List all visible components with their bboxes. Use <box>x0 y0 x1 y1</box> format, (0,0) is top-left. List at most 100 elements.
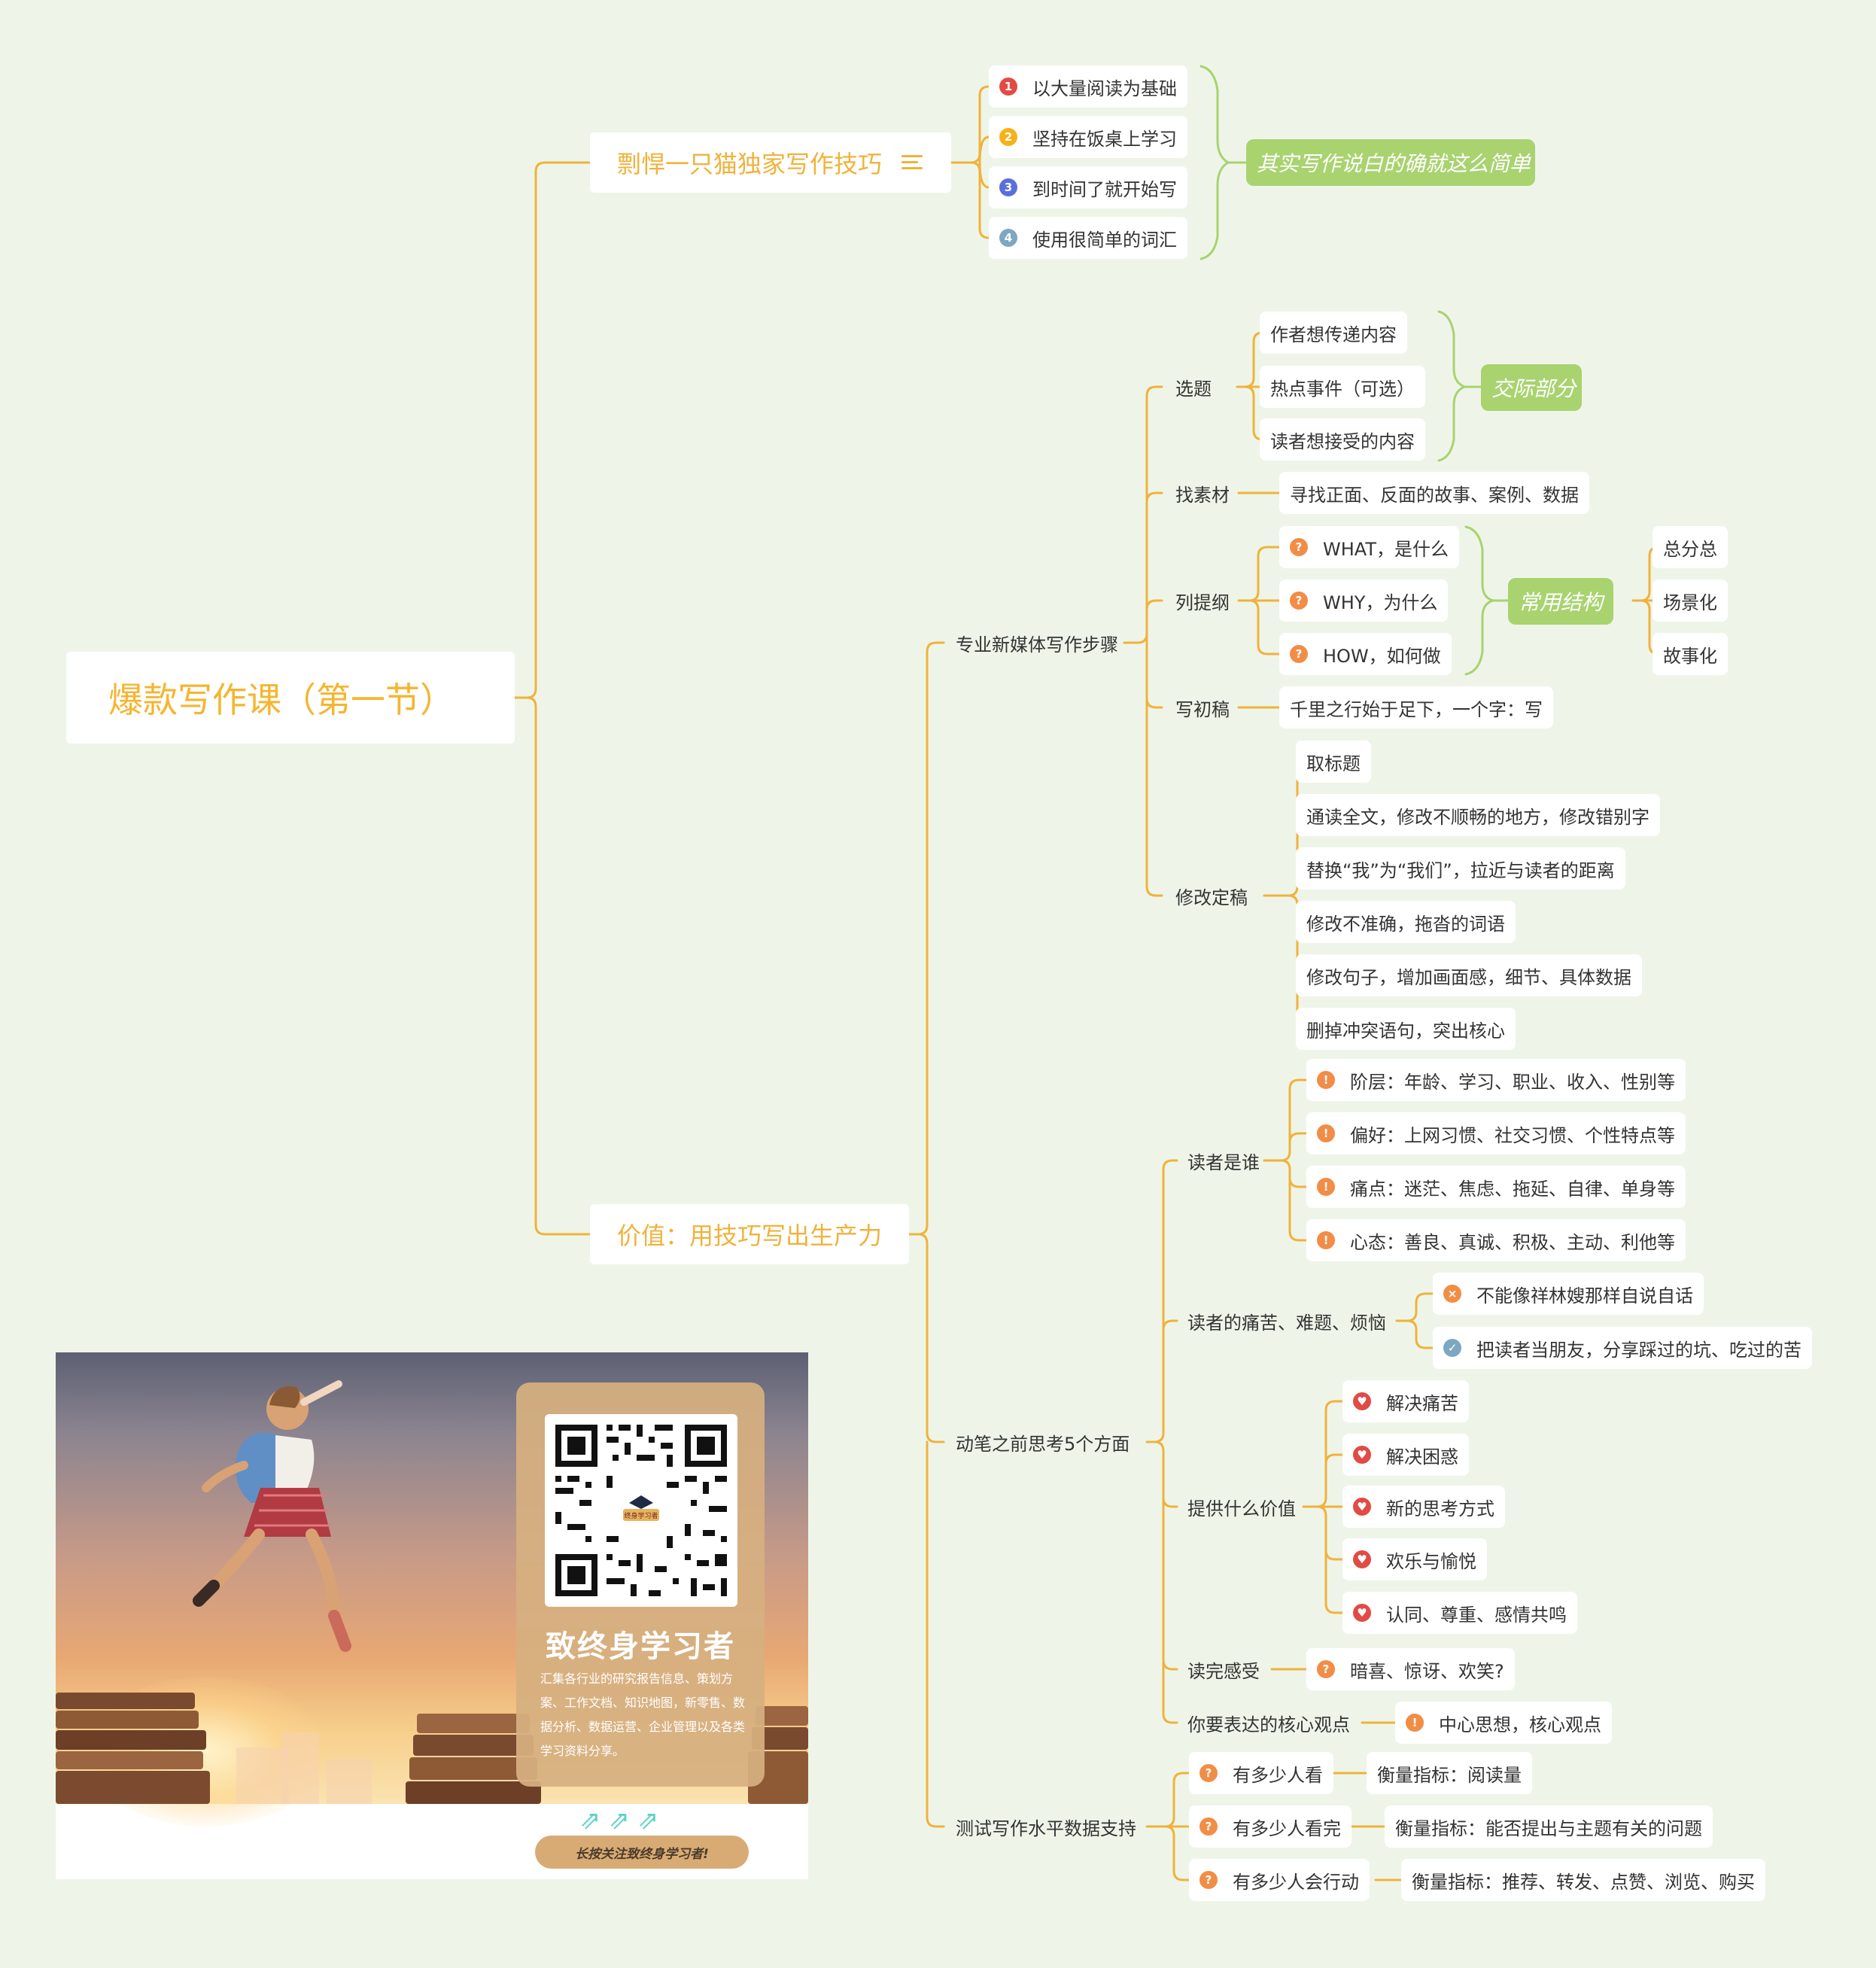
revise-item[interactable]: 删掉冲突语句，突出核心 <box>1296 1008 1516 1050</box>
step-material[interactable]: 找素材 <box>1165 472 1240 514</box>
think-core[interactable]: 你要表达的核心观点 <box>1177 1702 1361 1744</box>
test-question-label: 有多少人会行动 <box>1233 1871 1359 1893</box>
test-question[interactable]: ? 有多少人看完 <box>1189 1805 1352 1848</box>
value-item[interactable]: ♥新的思考方式 <box>1342 1486 1505 1528</box>
question-icon: ? <box>1199 1764 1218 1782</box>
think-reader[interactable]: 读者是谁 <box>1177 1139 1270 1182</box>
check-icon: ✓ <box>1443 1339 1461 1357</box>
tip-item-label: 以大量阅读为基础 <box>1032 78 1177 99</box>
revise-item[interactable]: 通读全文，修改不顺畅的地方，修改错别字 <box>1296 794 1660 836</box>
step-revise[interactable]: 修改定稿 <box>1165 874 1258 917</box>
subtopic-test-writing[interactable]: 测试写作水平数据支持 <box>945 1805 1147 1848</box>
revise-item[interactable]: 取标题 <box>1296 741 1371 783</box>
poster-description: 汇集各行业的研究报告信息、策划方案、工作文档、知识地图，新零售、数据分析、数据运… <box>540 1671 746 1758</box>
outline-item[interactable]: ?WHAT，是什么 <box>1279 526 1459 568</box>
test-question-label: 有多少人看完 <box>1233 1817 1341 1839</box>
subtopic-think-before-writing[interactable]: 动笔之前思考5个方面 <box>945 1421 1140 1463</box>
summary-writing-simple[interactable]: 其实写作说白的确就这么简单 <box>1246 139 1535 186</box>
pain-item[interactable]: ×不能像祥林嫂那样自说自话 <box>1433 1273 1704 1315</box>
revise-item[interactable]: 修改不准确，拖沓的词语 <box>1296 901 1516 943</box>
outline-item-label: WHAT，是什么 <box>1323 538 1449 560</box>
feel-item[interactable]: ? 暗喜、惊讶、欢笑? <box>1306 1648 1515 1690</box>
summary-label: 常用结构 <box>1519 590 1604 615</box>
structure-item[interactable]: 场景化 <box>1653 579 1728 622</box>
question-icon: ? <box>1290 645 1308 663</box>
revise-item-label: 替换“我”为“我们”，拉近与读者的距离 <box>1306 859 1615 881</box>
subtopic-label: 专业新媒体写作步骤 <box>956 634 1118 655</box>
exclamation-icon: ! <box>1317 1178 1335 1196</box>
test-metric[interactable]: 衡量指标：能否提出与主题有关的问题 <box>1385 1805 1713 1848</box>
think-pain[interactable]: 读者的痛苦、难题、烦恼 <box>1177 1300 1397 1342</box>
question-icon: ? <box>1290 592 1308 610</box>
revise-item[interactable]: 替换“我”为“我们”，拉近与读者的距离 <box>1296 847 1625 890</box>
revise-item[interactable]: 修改句子，增加画面感，细节、具体数据 <box>1296 954 1642 996</box>
step-outline[interactable]: 列提纲 <box>1165 579 1240 622</box>
topic-item[interactable]: 读者想接受的内容 <box>1260 418 1425 461</box>
test-metric[interactable]: 衡量指标：推荐、转发、点赞、浏览、购买 <box>1401 1859 1765 1901</box>
exclamation-icon: ! <box>1406 1714 1424 1732</box>
test-question[interactable]: ?有多少人会行动 <box>1189 1859 1370 1901</box>
root-topic[interactable]: 爆款写作课（第一节） <box>66 652 515 744</box>
test-question[interactable]: ? 有多少人看 <box>1189 1752 1333 1794</box>
subtopic-label: 测试写作水平数据支持 <box>956 1817 1136 1839</box>
think-label: 读者的痛苦、难题、烦恼 <box>1187 1312 1386 1334</box>
step-topic[interactable]: 选题 <box>1165 366 1222 408</box>
outline-item[interactable]: ?HOW，如何做 <box>1279 633 1452 675</box>
branch-writing-tips-label: 剽悍一只猫独家写作技巧 <box>617 150 883 178</box>
structure-item[interactable]: 总分总 <box>1653 526 1728 568</box>
book <box>417 1714 530 1733</box>
think-label: 读完感受 <box>1187 1660 1260 1682</box>
step-draft[interactable]: 写初稿 <box>1165 686 1240 728</box>
value-item[interactable]: ♥欢乐与愉悦 <box>1342 1538 1487 1580</box>
reader-item[interactable]: !心态：善良、真诚、积极、主动、利他等 <box>1306 1219 1686 1261</box>
draft-item-label: 千里之行始于足下，一个字：写 <box>1290 698 1543 720</box>
topic-item[interactable]: 作者想传递内容 <box>1260 312 1407 354</box>
test-metric[interactable]: 衡量指标：阅读量 <box>1367 1752 1532 1794</box>
test-question-label: 有多少人看 <box>1233 1764 1323 1786</box>
notes-icon[interactable] <box>902 155 923 170</box>
jumping-girl-illustration <box>193 1380 351 1652</box>
poster-building <box>236 1747 289 1804</box>
step-label: 修改定稿 <box>1175 887 1248 908</box>
follow-button[interactable]: 长按关注致终身学习者! <box>535 1836 749 1869</box>
outline-item[interactable]: ?WHY，为什么 <box>1279 579 1449 622</box>
summary-label: 交际部分 <box>1491 376 1577 401</box>
step-label: 写初稿 <box>1175 698 1230 720</box>
qr-badge-text: 终身学习者 <box>624 1511 658 1520</box>
value-item[interactable]: ♥解决困惑 <box>1342 1434 1469 1476</box>
heart-icon: ♥ <box>1353 1604 1371 1622</box>
subtopic-writing-steps[interactable]: 专业新媒体写作步骤 <box>945 622 1129 664</box>
branch-writing-tips[interactable]: 剽悍一只猫独家写作技巧 <box>590 132 951 193</box>
book <box>56 1693 195 1709</box>
promo-poster[interactable]: 终身学习者 致终身学习者 汇集各行业的研究报告信息、策划方案、工作文档、知识地图… <box>56 1352 808 1879</box>
pain-item[interactable]: ✓把读者当朋友，分享踩过的坑、吃过的苦 <box>1433 1327 1812 1369</box>
value-item-label: 认同、尊重、感情共鸣 <box>1386 1604 1567 1626</box>
summary-social[interactable]: 交际部分 <box>1481 364 1582 411</box>
structure-item[interactable]: 故事化 <box>1653 633 1728 675</box>
material-item[interactable]: 寻找正面、反面的故事、案例、数据 <box>1279 472 1589 514</box>
poster-title: 致终身学习者 <box>546 1629 735 1664</box>
step-label: 选题 <box>1175 378 1212 400</box>
reader-item[interactable]: !偏好：上网习惯、社交习惯、个性特点等 <box>1306 1112 1686 1154</box>
question-icon: ? <box>1317 1660 1335 1678</box>
value-item[interactable]: ♥解决痛苦 <box>1342 1380 1469 1422</box>
question-icon: ? <box>1199 1817 1218 1836</box>
reader-item[interactable]: !阶层：年龄、学习、职业、收入、性别等 <box>1306 1059 1686 1101</box>
reader-item[interactable]: !痛点：迷茫、焦虑、拖延、自律、单身等 <box>1306 1166 1686 1208</box>
think-value[interactable]: 提供什么价值 <box>1177 1486 1306 1528</box>
summary-label: 其实写作说白的确就这么简单 <box>1257 151 1531 176</box>
branch-productivity[interactable]: 价值：用技巧写出生产力 <box>590 1204 909 1264</box>
draft-item[interactable]: 千里之行始于足下，一个字：写 <box>1279 686 1553 728</box>
summary-structures[interactable]: 常用结构 <box>1508 578 1613 625</box>
value-item[interactable]: ♥ 认同、尊重、感情共鸣 <box>1342 1592 1577 1634</box>
core-item[interactable]: !中心思想，核心观点 <box>1395 1702 1612 1744</box>
think-feel[interactable]: 读完感受 <box>1177 1648 1270 1690</box>
feel-item-label: 暗喜、惊讶、欢笑? <box>1350 1660 1504 1682</box>
qr-code[interactable]: 终身学习者 <box>545 1414 737 1607</box>
topic-item[interactable]: 热点事件（可选） <box>1260 366 1425 408</box>
